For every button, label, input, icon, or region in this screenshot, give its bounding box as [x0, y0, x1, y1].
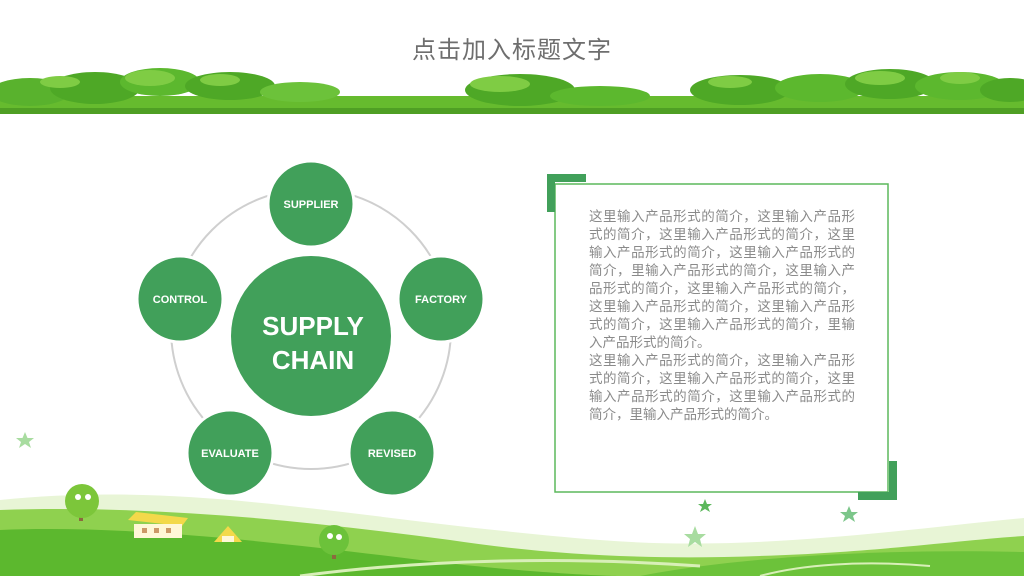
- frame-corner-bottom-right: [858, 461, 897, 500]
- star-icon: [698, 499, 712, 512]
- node-revised: REVISED: [347, 408, 437, 498]
- tent-icon: [214, 526, 242, 542]
- star-icon: [16, 432, 34, 448]
- node-factory: FACTORY: [396, 254, 486, 344]
- bottom-hills: [0, 494, 1024, 576]
- node-factory-label: FACTORY: [415, 294, 468, 306]
- intro-paragraph-1: 这里输入产品形式的简介，这里输入产品形式的简介，这里输入产品形式的简介，这里输入…: [589, 209, 855, 351]
- top-grass-band: [0, 68, 1024, 114]
- intro-paragraph-2: 这里输入产品形式的简介，这里输入产品形式的简介，这里输入产品形式的简介，这里输入…: [589, 353, 855, 423]
- node-supplier: SUPPLIER: [266, 159, 356, 249]
- node-control: CONTROL: [135, 254, 225, 344]
- tree-icon: [65, 484, 99, 521]
- center-node: SUPPLY CHAIN: [231, 256, 391, 416]
- center-label-line1: SUPPLY: [262, 311, 364, 341]
- intro-textbox: 这里输入产品形式的简介，这里输入产品形式的简介，这里输入产品形式的简介，这里输入…: [589, 208, 855, 424]
- tree-icon: [319, 525, 349, 559]
- node-supplier-label: SUPPLIER: [283, 199, 338, 211]
- node-control-label: CONTROL: [153, 294, 208, 306]
- star-icon: [840, 506, 858, 522]
- frame-corner-top-left: [547, 174, 586, 212]
- house-icon: [128, 512, 188, 538]
- node-revised-label: REVISED: [368, 448, 416, 460]
- node-evaluate: EVALUATE: [185, 408, 275, 498]
- star-icon: [684, 526, 706, 547]
- page-title: 点击加入标题文字: [412, 36, 612, 64]
- node-evaluate-label: EVALUATE: [201, 448, 259, 460]
- center-label-line2: CHAIN: [272, 345, 354, 375]
